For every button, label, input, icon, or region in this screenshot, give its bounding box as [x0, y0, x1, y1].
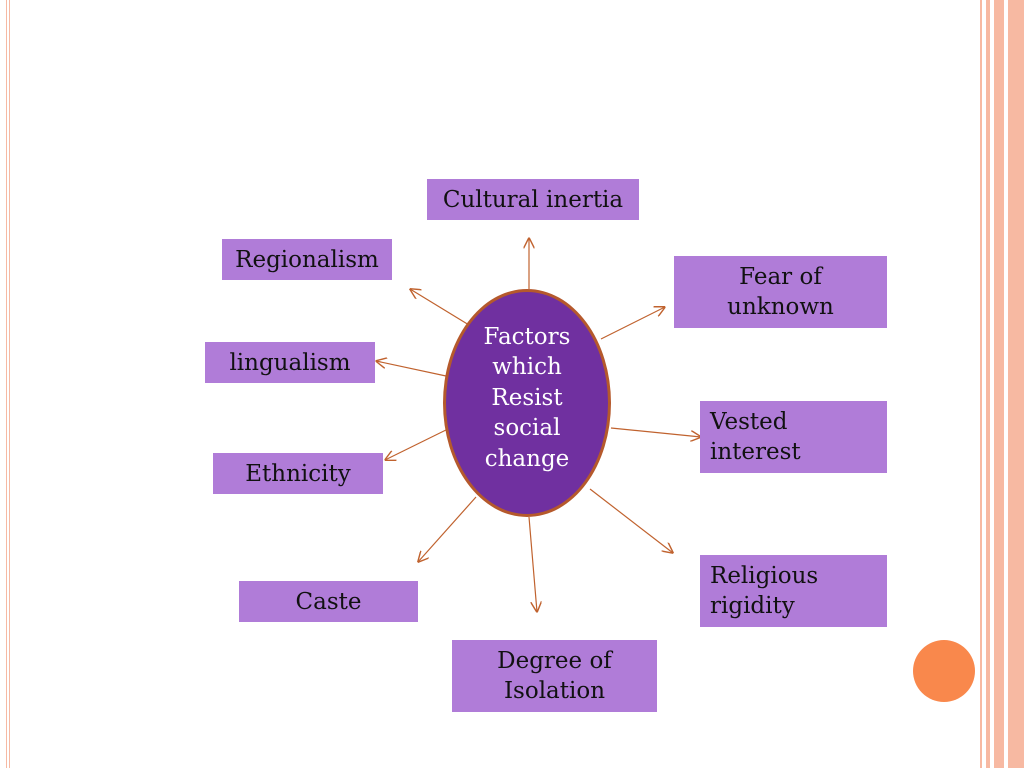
- central-concept-node: Factors which Resist social change: [443, 289, 611, 517]
- arrow-to-caste: [418, 496, 477, 562]
- factor-label: Ethnicity: [245, 460, 351, 487]
- arrow-to-lingualism: [376, 361, 447, 377]
- factor-vested-interest: Vested interest: [700, 401, 887, 473]
- factor-label: Cultural inertia: [442, 186, 624, 213]
- right-border-stripe: [1008, 0, 1024, 768]
- right-border-stripe: [986, 0, 990, 768]
- arrow-to-vested-interest: [610, 427, 701, 437]
- arrow-to-religious-rigidity: [589, 488, 673, 553]
- factor-lingualism: lingualism: [205, 342, 375, 383]
- arrow-to-regionalism: [410, 289, 470, 326]
- factor-caste: Caste: [239, 581, 418, 622]
- orange-circle-decoration: [913, 640, 975, 702]
- right-border-stripe: [994, 0, 1004, 768]
- factor-label: Religious rigidity: [710, 563, 819, 619]
- factor-degree-of-isolation: Degree of Isolation: [452, 640, 657, 712]
- right-border-stripe: [980, 0, 982, 768]
- factor-label: Vested interest: [710, 409, 801, 465]
- factor-regionalism: Regionalism: [222, 239, 392, 280]
- arrow-to-ethnicity: [385, 427, 451, 460]
- factor-cultural-inertia: Cultural inertia: [427, 179, 639, 220]
- factor-label: Caste: [295, 588, 362, 615]
- left-border-line: [6, 0, 7, 768]
- arrow-to-degree-of-isolation: [528, 516, 537, 612]
- arrow-to-fear-of-unknown: [600, 307, 665, 340]
- factor-label: lingualism: [229, 349, 351, 376]
- factor-label: Regionalism: [235, 246, 379, 273]
- factor-label: Fear of unknown: [727, 264, 834, 320]
- left-border-line: [9, 0, 10, 768]
- central-concept-label: Factors which Resist social change: [483, 323, 571, 472]
- factor-religious-rigidity: Religious rigidity: [700, 555, 887, 627]
- factor-fear-of-unknown: Fear of unknown: [674, 256, 887, 328]
- factor-label: Degree of Isolation: [497, 648, 612, 704]
- factor-ethnicity: Ethnicity: [213, 453, 383, 494]
